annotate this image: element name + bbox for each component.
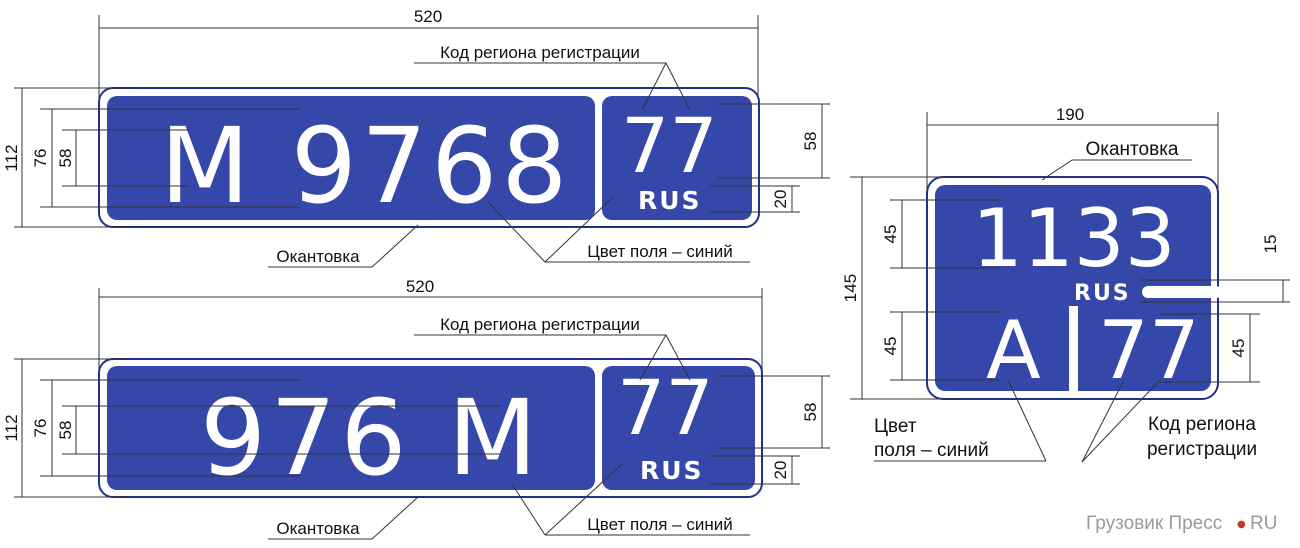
plate2-label-region: Код региона регистрации bbox=[440, 315, 640, 334]
plate3-letter-text: А bbox=[986, 304, 1041, 397]
plate1-label-region: Код региона регистрации bbox=[440, 43, 640, 62]
plate3-label-region-line2: регистрации bbox=[1147, 439, 1257, 460]
plate-3: 190 1133 RUS А 77 145 45 45 15 45 Ока bbox=[841, 105, 1290, 463]
watermark-text: Грузовик Пресс bbox=[1086, 513, 1222, 534]
plate3-rus-separator bbox=[1142, 286, 1222, 298]
plate1-rus-text: RUS bbox=[638, 186, 702, 215]
plate2-inner-dim: 76 bbox=[31, 419, 50, 438]
plate2-label-field: Цвет поля – синий bbox=[587, 515, 733, 534]
plate-1: 520 М 9768 77 RUS 112 76 58 58 20 Код ре… bbox=[2, 7, 830, 268]
plate2-width-dim: 520 bbox=[406, 277, 434, 296]
watermark-suffix: RU bbox=[1250, 513, 1277, 534]
plate1-height-dim: 112 bbox=[2, 144, 21, 171]
plate1-main-field bbox=[107, 96, 595, 220]
watermark-dot: ● bbox=[1237, 519, 1246, 530]
plate3-rus-dim: 15 bbox=[1261, 235, 1280, 254]
plate2-main-text: 976 М bbox=[200, 377, 541, 499]
plate3-label-region-line1: Код региона bbox=[1148, 414, 1256, 435]
plate3-top-char-dim: 45 bbox=[881, 225, 900, 244]
plate-2: 520 976 М 77 RUS 112 76 58 58 20 Код рег… bbox=[2, 277, 830, 540]
plate1-reg-dim-bottom: 20 bbox=[771, 190, 790, 209]
plate2-reg-dim-bottom: 20 bbox=[771, 461, 790, 480]
plate3-label-field-line1: Цвет bbox=[874, 416, 917, 437]
plate3-height-dim: 145 bbox=[841, 274, 860, 302]
plate1-inner-dim: 76 bbox=[31, 149, 50, 168]
plate3-bottom-char-dim: 45 bbox=[881, 337, 900, 356]
plate2-rus-text: RUS bbox=[640, 456, 704, 485]
plate1-label-border: Окантовка bbox=[276, 247, 360, 266]
plate1-region-text: 77 bbox=[621, 101, 718, 190]
plate2-char-dim: 58 bbox=[56, 421, 75, 440]
plate1-reg-dim-top: 58 bbox=[801, 132, 820, 151]
plate1-label-field: Цвет поля – синий bbox=[587, 242, 733, 261]
plate2-height-dim: 112 bbox=[2, 414, 21, 441]
plate3-label-border: Окантовка bbox=[1085, 139, 1178, 160]
plate3-width-dim: 190 bbox=[1056, 105, 1084, 124]
plate3-vertical-separator bbox=[1069, 306, 1078, 392]
watermark: Грузовик Пресс ● RU bbox=[1086, 513, 1277, 534]
plate2-reg-dim-top: 58 bbox=[801, 403, 820, 422]
plate1-width-dim: 520 bbox=[414, 7, 442, 26]
plate3-right-char-dim: 45 bbox=[1229, 339, 1248, 358]
plate2-main-field bbox=[107, 366, 595, 490]
plate3-region-text: 77 bbox=[1098, 304, 1200, 397]
plate2-region-field bbox=[602, 366, 755, 490]
plate1-main-text: М 9768 bbox=[160, 105, 571, 227]
plate1-region-field bbox=[602, 96, 752, 220]
plate3-field bbox=[935, 185, 1211, 391]
plate3-label-field-line2: поля – синий bbox=[874, 440, 989, 461]
plate3-rus-text: RUS bbox=[1074, 281, 1131, 306]
plate2-region-text: 77 bbox=[617, 363, 714, 452]
plate2-label-border: Окантовка bbox=[276, 519, 360, 538]
plate1-char-dim: 58 bbox=[56, 149, 75, 168]
plate3-top-text: 1133 bbox=[972, 192, 1176, 285]
